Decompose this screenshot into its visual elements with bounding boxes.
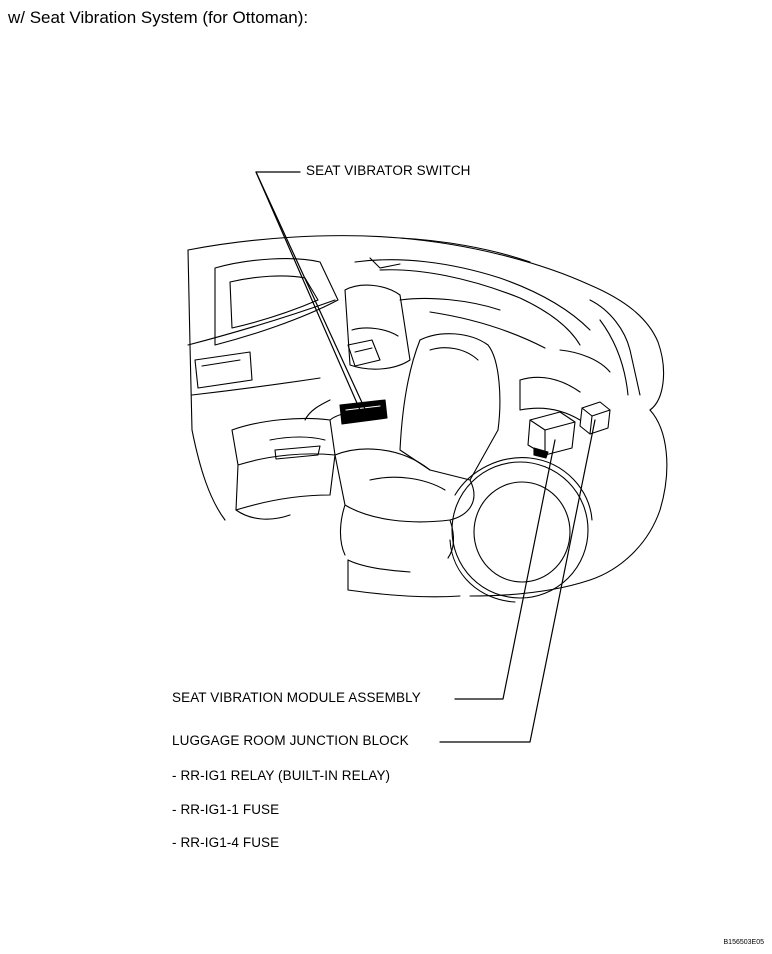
seat-vibration-module	[528, 412, 575, 458]
armrest-switch-area	[305, 285, 410, 424]
leader-switch	[256, 172, 360, 410]
leader-module	[455, 440, 555, 699]
car-body-outline	[188, 236, 667, 597]
leader-switch-2	[256, 172, 370, 420]
label-rr-ig1-relay: - RR-IG1 RELAY (BUILT-IN RELAY)	[172, 768, 391, 783]
label-luggage-room-junction-block: LUGGAGE ROOM JUNCTION BLOCK	[172, 733, 409, 748]
figure-code: B156503E05	[723, 939, 764, 946]
luggage-room-junction-block	[580, 402, 610, 434]
label-rr-ig1-4-fuse: - RR-IG1-4 FUSE	[172, 835, 280, 850]
rear-console	[232, 411, 380, 519]
rear-wheel	[450, 458, 592, 602]
rear-seat	[335, 334, 500, 558]
label-rr-ig1-1-fuse: - RR-IG1-1 FUSE	[172, 802, 280, 817]
diagram-title: w/ Seat Vibration System (for Ottoman):	[8, 8, 309, 27]
label-seat-vibration-module: SEAT VIBRATION MODULE ASSEMBLY	[172, 690, 421, 705]
label-seat-vibrator-switch: SEAT VIBRATOR SWITCH	[306, 163, 471, 178]
leader-junction	[440, 420, 595, 742]
leader-lines	[256, 172, 595, 742]
